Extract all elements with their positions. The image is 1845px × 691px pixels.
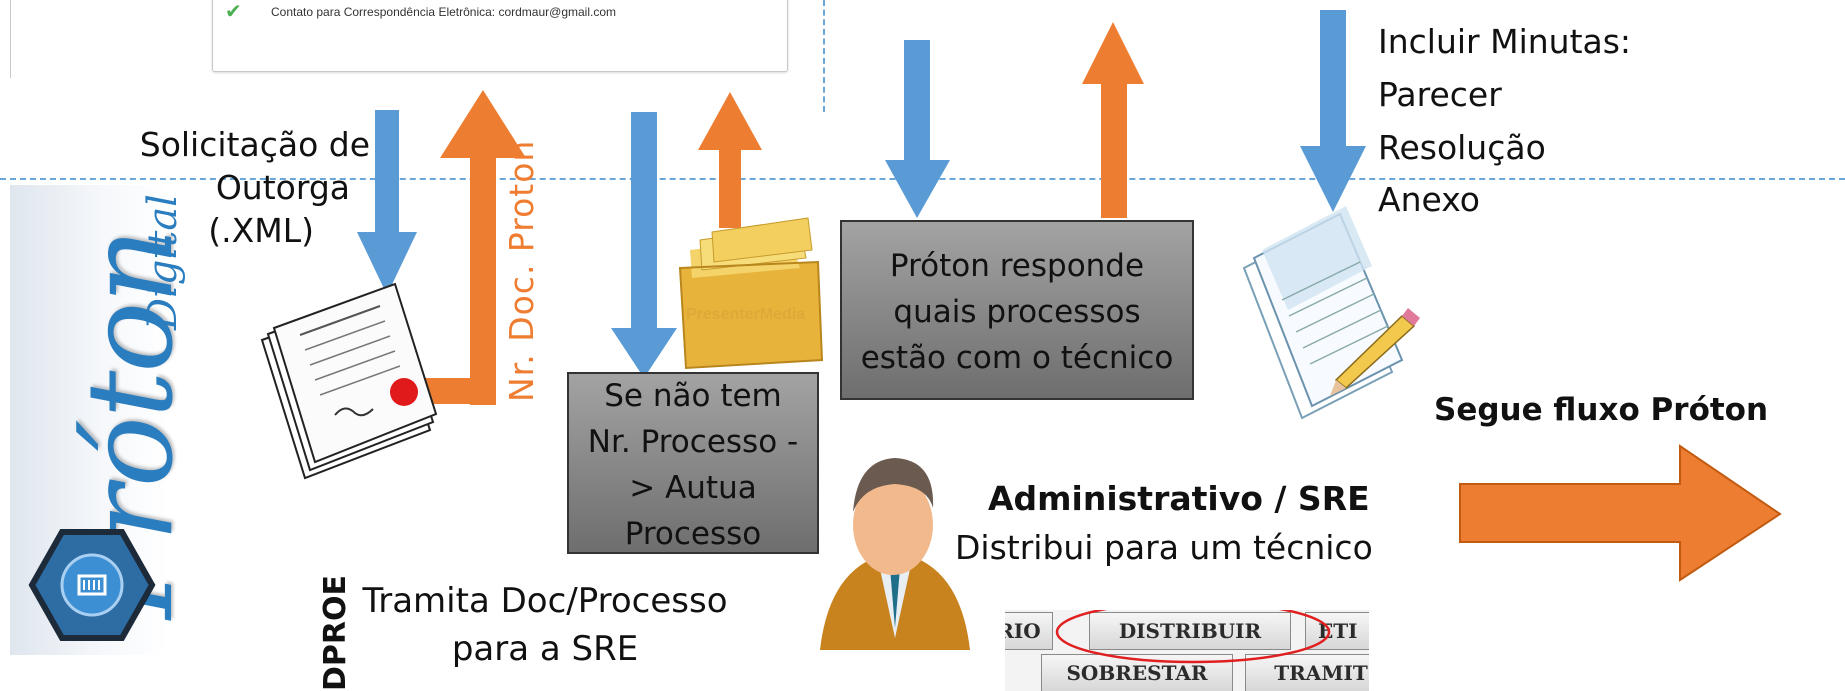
- blue-arrow-down-2: [611, 112, 677, 378]
- highlight-ellipse: [1055, 610, 1331, 664]
- blue-arrow-down-4: [1300, 10, 1366, 212]
- orange-arrow-up-l: [420, 90, 526, 405]
- administrativo-subtitle: Distribui para um técnico: [955, 528, 1373, 567]
- orange-arrow-up-3: [1082, 22, 1144, 218]
- segue-fluxo-label: Segue fluxo Próton: [1434, 392, 1769, 428]
- contact-email-text: Contato para Correspondência Eletrônica:…: [271, 5, 617, 19]
- administrativo-title: Administrativo / SRE: [988, 479, 1370, 518]
- incluir-minutas-line-3: Resolução: [1378, 127, 1546, 167]
- certificate-document-icon: [260, 282, 438, 480]
- proton-responde-line-1: Próton responde: [889, 248, 1145, 284]
- solicitacao-label: Solicitação de Outorga (.XML): [130, 124, 370, 253]
- form-screenshot-panel: ✔ Contato para Correspondência Eletrônic…: [212, 0, 788, 72]
- proton-responde-line-3: estão com o técnico: [860, 339, 1174, 376]
- orange-arrow-up-2: [698, 92, 762, 228]
- distribuir-button[interactable]: DISTRIBUIR: [1089, 612, 1291, 650]
- top-left-panel-border: [10, 0, 11, 78]
- solicitacao-line-1: Solicitação de: [139, 125, 370, 164]
- vertical-dashed-divider: [823, 0, 825, 112]
- folder-box-icon: [678, 217, 824, 370]
- blue-arrow-down-1: [357, 110, 417, 295]
- se-nao-tem-box: Se não tem Nr. Processo - > Autua Proces…: [567, 372, 819, 554]
- hexagon-logo-icon: [28, 529, 156, 641]
- se-nao-tem-line-2: Nr. Processo -: [587, 423, 799, 460]
- document-pencil-icon: [1242, 206, 1420, 420]
- incluir-minutas-line-4: Anexo: [1378, 180, 1480, 220]
- proton-responde-box: Próton responde quais processos estão co…: [840, 220, 1194, 400]
- incluir-minutas-line-2: Parecer: [1378, 74, 1502, 114]
- proton-responde-line-2: quais processos: [893, 293, 1141, 330]
- rio-button[interactable]: RIO: [1005, 612, 1053, 650]
- blue-arrow-down-3: [885, 40, 950, 218]
- tramita-line-2: para a SRE: [451, 628, 639, 669]
- tramita-label: Tramita Doc/Processo para a SRE: [355, 578, 735, 673]
- se-nao-tem-line-1: Se não tem: [604, 378, 782, 414]
- large-orange-arrow-right: [1459, 444, 1782, 582]
- incluir-minutas-label: Incluir Minutas: Parecer Resolução Anexo: [1378, 16, 1631, 227]
- presentermedia-watermark: PresenterMedia: [686, 306, 806, 323]
- solicitacao-line-3: (.XML): [208, 210, 314, 250]
- solicitacao-line-2: Outorga: [215, 167, 350, 207]
- dproe-label: DPROE: [318, 575, 353, 691]
- tramita-line-1: Tramita Doc/Processo: [362, 581, 728, 621]
- se-nao-tem-line-4: Processo: [624, 515, 762, 552]
- nr-doc-proton-label: Nr. Doc. Proton: [502, 139, 541, 402]
- checkmark-icon: ✔: [225, 0, 242, 23]
- incluir-minutas-line-1: Incluir Minutas:: [1378, 22, 1632, 61]
- se-nao-tem-line-3: > Autua: [629, 469, 757, 506]
- person-avatar-icon: [820, 458, 970, 650]
- tramit-button[interactable]: TRAMIT: [1245, 654, 1369, 691]
- action-buttons-strip: RIO DISTRIBUIR ETI SOBRESTAR TRAMIT: [1005, 610, 1369, 691]
